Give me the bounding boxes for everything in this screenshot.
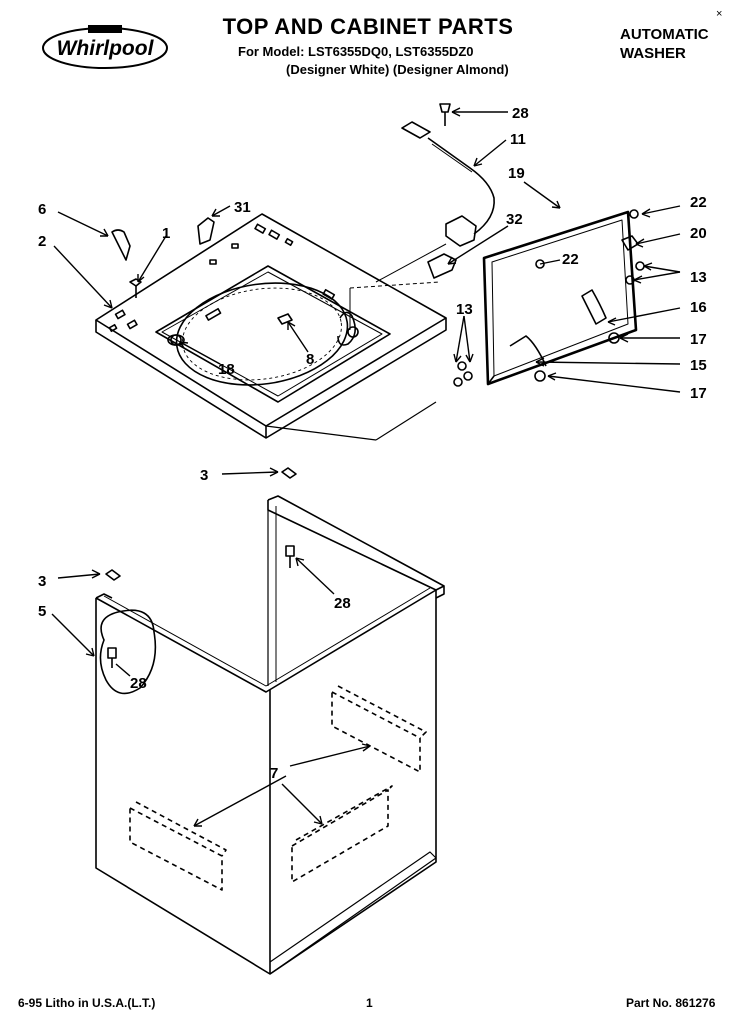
callout-20: 20 <box>690 225 707 242</box>
callout-28-bubble: 28 <box>130 675 147 692</box>
callout-18: 18 <box>218 361 235 378</box>
callout-32: 32 <box>506 211 523 228</box>
lid-assembly <box>482 210 638 386</box>
callout-22-lower: 22 <box>562 251 579 268</box>
small-parts <box>105 103 645 668</box>
callout-3-upper: 3 <box>200 467 208 484</box>
callout-3-lower: 3 <box>38 573 46 590</box>
callout-22-upper: 22 <box>690 194 707 211</box>
callout-13-left: 13 <box>456 301 473 318</box>
callout-16: 16 <box>690 299 707 316</box>
top-panel <box>95 213 447 441</box>
product-line-2: WASHER <box>620 45 686 62</box>
litho-note: 6-95 Litho in U.S.A.(L.T.) <box>18 996 156 1010</box>
callout-31: 31 <box>234 199 251 216</box>
callout-6: 6 <box>38 201 46 218</box>
callout-11: 11 <box>510 131 526 148</box>
product-line-1: AUTOMATIC <box>620 26 709 43</box>
page-number: 1 <box>366 996 373 1010</box>
callout-28-cabinet: 28 <box>334 595 351 612</box>
logo-text: Whirlpool <box>57 37 155 60</box>
finish-line: (Designer White) (Designer Almond) <box>286 62 509 77</box>
cabinet <box>95 495 445 975</box>
callout-19: 19 <box>508 165 525 182</box>
corner-mark: × <box>716 8 723 20</box>
part-number: Part No. 861276 <box>626 996 716 1010</box>
whirlpool-logo: Whirlpool <box>40 24 170 75</box>
callout-15: 15 <box>690 357 707 374</box>
model-line: For Model: LST6355DQ0, LST6355DZ0 <box>238 44 474 59</box>
page-title: TOP AND CABINET PARTS <box>222 14 514 39</box>
callout-2: 2 <box>38 233 46 250</box>
callout-5: 5 <box>38 603 46 620</box>
leader-lines <box>51 107 681 827</box>
callout-8: 8 <box>306 351 314 368</box>
callout-17-upper: 17 <box>690 331 707 348</box>
callout-13-right: 13 <box>690 269 707 286</box>
callout-17-lower: 17 <box>690 385 707 402</box>
callout-7: 7 <box>270 765 278 782</box>
callout-28-top: 28 <box>512 105 529 122</box>
callout-1: 1 <box>162 225 170 242</box>
